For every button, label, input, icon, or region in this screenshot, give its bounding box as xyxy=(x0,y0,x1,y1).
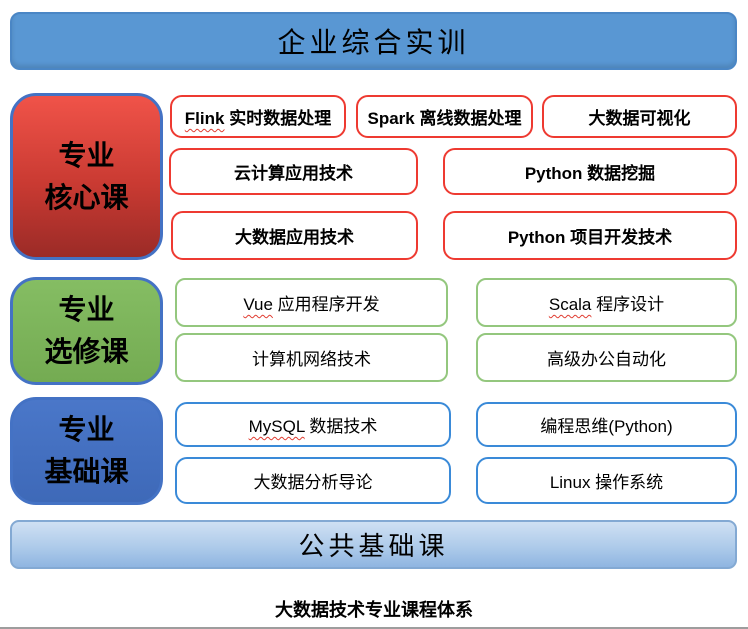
course-label: 计算机网络技术 xyxy=(252,345,371,370)
course-zh-text: 程序设计 xyxy=(591,295,665,314)
course-latin-term: Flink xyxy=(184,109,225,128)
category-core-courses: 专业 核心课 xyxy=(10,93,163,260)
course-label: Python 项目开发技术 xyxy=(508,223,672,248)
category-elective-courses: 专业 选修课 xyxy=(10,277,163,385)
course-zh-text: 大数据可视化 xyxy=(588,109,691,128)
top-banner-enterprise-training: 企业综合实训 xyxy=(10,12,737,70)
course-box-bigdata-application: 大数据应用技术 xyxy=(171,211,418,260)
course-box-bigdata-analysis-intro: 大数据分析导论 xyxy=(175,457,451,504)
footer-divider xyxy=(0,627,748,629)
diagram-caption: 大数据技术专业课程体系 xyxy=(275,600,473,620)
course-label: 云计算应用技术 xyxy=(234,159,353,184)
course-box-computer-networks: 计算机网络技术 xyxy=(175,333,448,382)
course-box-scala-programming: Scala 程序设计 xyxy=(476,278,737,327)
course-label: 高级办公自动化 xyxy=(547,345,666,370)
course-zh-text: 云计算应用技术 xyxy=(234,164,353,183)
course-box-linux-os: Linux 操作系统 xyxy=(476,457,737,504)
course-latin-term: Python xyxy=(524,164,583,183)
bottom-banner-label: 公共基础课 xyxy=(298,532,449,561)
course-zh-text: 大数据分析导论 xyxy=(253,473,373,492)
course-latin-term: MySQL xyxy=(248,417,305,436)
course-zh-text: 离线数据处理 xyxy=(414,109,522,128)
course-latin-term: Python xyxy=(507,228,566,247)
course-label: 大数据可视化 xyxy=(589,104,691,129)
top-banner-label: 企业综合实训 xyxy=(277,28,470,59)
course-label: 大数据应用技术 xyxy=(235,223,354,248)
course-box-advanced-office-automation: 高级办公自动化 xyxy=(476,333,737,382)
course-zh-text: 项目开发技术 xyxy=(565,228,673,247)
category-label-line: 专业 xyxy=(58,414,115,445)
course-label: Flink 实时数据处理 xyxy=(185,104,331,129)
category-label-line: 专业 xyxy=(58,139,115,171)
course-label: 编程思维(Python) xyxy=(540,412,672,437)
course-latin-term: Vue xyxy=(243,295,273,314)
course-zh-text: 大数据应用技术 xyxy=(235,228,354,247)
course-zh-text: 数据挖掘 xyxy=(582,164,656,183)
course-label: Vue 应用程序开发 xyxy=(243,290,379,315)
category-label-line: 基础课 xyxy=(44,456,129,487)
course-zh-text: 编程思维(Python) xyxy=(540,417,673,436)
course-label: Linux 操作系统 xyxy=(550,468,663,493)
course-zh-text: 应用程序开发 xyxy=(272,295,380,314)
course-box-programming-thinking-python: 编程思维(Python) xyxy=(476,402,737,447)
course-zh-text: 实时数据处理 xyxy=(224,109,332,128)
category-label-line: 核心课 xyxy=(44,181,129,213)
course-zh-text: 高级办公自动化 xyxy=(547,350,666,369)
course-zh-text: 计算机网络技术 xyxy=(252,350,371,369)
course-box-spark-offline: Spark 离线数据处理 xyxy=(356,95,533,138)
course-box-flink-realtime: Flink 实时数据处理 xyxy=(170,95,346,138)
category-foundation-courses: 专业 基础课 xyxy=(10,397,163,505)
course-label: Python 数据挖掘 xyxy=(525,159,655,184)
category-label-line: 专业 xyxy=(58,294,115,325)
course-zh-text: 操作系统 xyxy=(590,473,664,492)
course-box-python-project-dev: Python 项目开发技术 xyxy=(443,211,737,260)
course-label: MySQL 数据技术 xyxy=(249,412,378,437)
bottom-banner-public-foundation: 公共基础课 xyxy=(10,520,737,569)
course-label: Spark 离线数据处理 xyxy=(368,104,522,129)
course-box-bigdata-visualization: 大数据可视化 xyxy=(542,95,737,138)
course-latin-term: Linux xyxy=(549,473,591,492)
course-label: Scala 程序设计 xyxy=(549,290,664,315)
course-box-mysql-data: MySQL 数据技术 xyxy=(175,402,451,447)
course-box-cloud-computing: 云计算应用技术 xyxy=(169,148,418,195)
course-latin-term: Scala xyxy=(548,295,592,314)
course-box-vue-app-dev: Vue 应用程序开发 xyxy=(175,278,448,327)
course-label: 大数据分析导论 xyxy=(254,468,373,493)
course-latin-term: Spark xyxy=(367,109,415,128)
course-zh-text: 数据技术 xyxy=(304,417,378,436)
category-label-line: 选修课 xyxy=(44,336,129,367)
course-box-python-datamining: Python 数据挖掘 xyxy=(443,148,737,195)
